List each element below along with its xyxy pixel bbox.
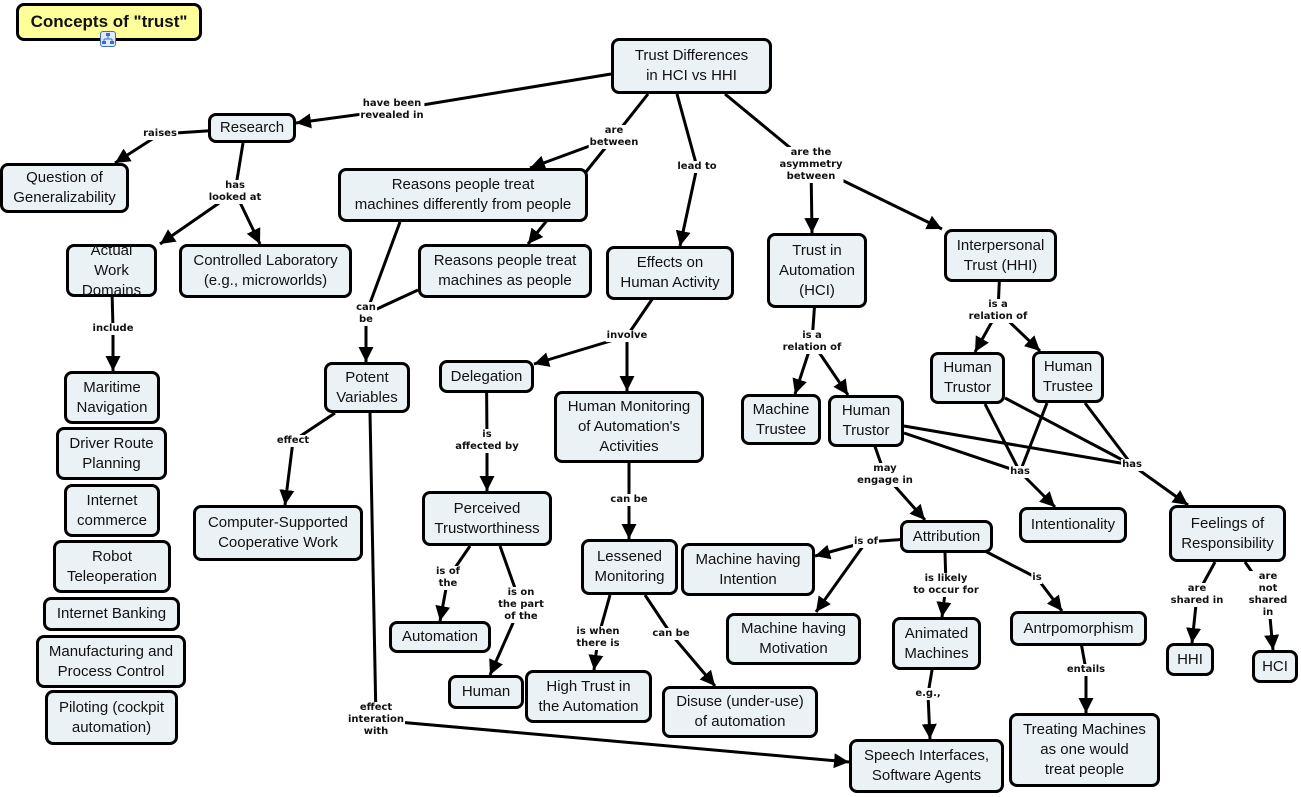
link-label[interactable]: involve bbox=[605, 330, 649, 342]
link-label[interactable]: may engage in bbox=[856, 463, 914, 487]
link-label[interactable]: e.g., bbox=[914, 688, 942, 700]
link-label[interactable]: is likely to occur for bbox=[912, 573, 980, 597]
concept-feelings[interactable]: Feelings of Responsibility bbox=[1169, 505, 1286, 562]
link-label[interactable]: have been revealed in bbox=[359, 98, 425, 122]
link-line-l3 bbox=[675, 93, 699, 168]
link-line-l22 bbox=[1083, 402, 1134, 466]
link-line-l22 bbox=[903, 424, 1133, 467]
link-line-l22 bbox=[1004, 396, 1133, 467]
link-label[interactable]: can be bbox=[355, 302, 377, 326]
concept-perceived[interactable]: Perceived Trustworthiness bbox=[422, 491, 552, 546]
concept-actual[interactable]: Actual Work Domains bbox=[66, 242, 157, 299]
link-label[interactable]: effect bbox=[275, 435, 311, 447]
concept-delegation[interactable]: Delegation bbox=[439, 360, 534, 393]
link-line-l21 bbox=[903, 431, 1021, 474]
concept-effects[interactable]: Effects on Human Activity bbox=[606, 246, 734, 300]
link-arrow-l10 bbox=[375, 718, 850, 769]
link-label[interactable]: can be bbox=[651, 628, 691, 640]
link-line-l10 bbox=[368, 412, 378, 721]
concept-human-trustor2[interactable]: Human Trustor bbox=[930, 352, 1005, 404]
concept-treating[interactable]: Treating Machines as one would treat peo… bbox=[1009, 713, 1160, 787]
link-label[interactable]: is a relation of bbox=[967, 299, 1029, 323]
concept-manufacturing[interactable]: Manufacturing and Process Control bbox=[36, 635, 186, 688]
link-label[interactable]: is when there is bbox=[575, 626, 621, 650]
concept-robot[interactable]: Robot Teleoperation bbox=[53, 540, 171, 593]
concept-internet-commerce[interactable]: Internet commerce bbox=[64, 484, 160, 537]
link-label[interactable]: has bbox=[1121, 459, 1143, 471]
concept-maritime[interactable]: Maritime Navigation bbox=[64, 371, 160, 424]
link-arrow-l9 bbox=[279, 440, 295, 506]
concept-disuse[interactable]: Disuse (under-use) of automation bbox=[662, 686, 818, 738]
concept-piloting[interactable]: Piloting (cockpit automation) bbox=[45, 690, 178, 745]
concept-lessened[interactable]: Lessened Monitoring bbox=[581, 539, 678, 595]
link-label[interactable]: are not shared in bbox=[1247, 571, 1289, 619]
link-line-l8 bbox=[364, 221, 402, 315]
link-label[interactable]: include bbox=[91, 323, 135, 335]
concept-research[interactable]: Research bbox=[208, 113, 296, 143]
link-label[interactable]: are between bbox=[588, 125, 640, 149]
concept-human-mon[interactable]: Human Monitoring of Automation's Activit… bbox=[554, 391, 704, 463]
concept-controlled[interactable]: Controlled Laboratory (e.g., microworlds… bbox=[179, 244, 352, 298]
concept-animated[interactable]: Animated Machines bbox=[892, 617, 981, 670]
concept-trust-auto[interactable]: Trust in Automation (HCI) bbox=[767, 233, 867, 308]
concept-human[interactable]: Human bbox=[448, 675, 524, 709]
concept-trust-diff[interactable]: Trust Differences in HCI vs HHI bbox=[611, 38, 772, 94]
concept-machine-trustee[interactable]: Machine Trustee bbox=[741, 394, 821, 445]
link-arrow-l23 bbox=[814, 541, 868, 613]
concept-speech[interactable]: Speech Interfaces, Software Agents bbox=[849, 739, 1004, 793]
link-line-l1 bbox=[391, 72, 612, 112]
link-label[interactable]: entails bbox=[1065, 664, 1107, 676]
link-label[interactable]: is of bbox=[852, 536, 880, 548]
link-line-l21 bbox=[1018, 402, 1049, 473]
concept-intentionality[interactable]: Intentionality bbox=[1019, 507, 1127, 543]
link-arrow-l3 bbox=[675, 166, 699, 247]
concept-hci[interactable]: HCI bbox=[1252, 650, 1298, 683]
concept-cscw[interactable]: Computer-Supported Cooperative Work bbox=[193, 505, 363, 561]
concept-map-icon[interactable] bbox=[100, 31, 116, 47]
link-label[interactable]: lead to bbox=[676, 161, 718, 173]
concept-machine-motivation[interactable]: Machine having Motivation bbox=[726, 613, 861, 665]
concept-question[interactable]: Question of Generalizability bbox=[0, 163, 129, 213]
link-label[interactable]: are the asymmetry between bbox=[778, 147, 844, 183]
link-label[interactable]: effect interation with bbox=[347, 702, 405, 738]
concept-antro[interactable]: Antrpomorphism bbox=[1010, 611, 1147, 646]
link-arrow-l22 bbox=[1131, 463, 1189, 507]
concept-human-trustee[interactable]: Human Trustee bbox=[1032, 351, 1104, 403]
concept-machine-intention[interactable]: Machine having Intention bbox=[681, 543, 815, 596]
link-arrow-l26 bbox=[921, 693, 937, 740]
link-label[interactable]: is affected by bbox=[454, 429, 520, 453]
concept-attribution[interactable]: Attribution bbox=[900, 520, 993, 553]
concept-automation[interactable]: Automation bbox=[389, 621, 491, 653]
link-label[interactable]: are shared in bbox=[1169, 583, 1225, 607]
link-arrow-l17 bbox=[669, 633, 717, 687]
concept-reasons-as[interactable]: Reasons people treat machines as people bbox=[418, 244, 592, 298]
link-line-l21 bbox=[983, 403, 1022, 473]
concept-human-trustor1[interactable]: Human Trustor bbox=[828, 395, 904, 447]
concept-high-trust[interactable]: High Trust in the Automation bbox=[525, 670, 652, 723]
concept-driver[interactable]: Driver Route Planning bbox=[56, 427, 167, 480]
concept-banking[interactable]: Internet Banking bbox=[43, 597, 180, 631]
link-label[interactable]: is a relation of bbox=[781, 330, 843, 354]
concept-reasons-diff[interactable]: Reasons people treat machines differentl… bbox=[338, 168, 588, 222]
concept-hhi[interactable]: HHI bbox=[1166, 643, 1214, 676]
concept-potent[interactable]: Potent Variables bbox=[324, 362, 410, 413]
concept-interpersonal[interactable]: Interpersonal Trust (HHI) bbox=[944, 229, 1057, 282]
link-label[interactable]: is of the bbox=[434, 566, 462, 590]
link-label[interactable]: can be bbox=[609, 494, 649, 506]
link-line-l25 bbox=[982, 548, 1038, 580]
link-label[interactable]: is on the part of the bbox=[497, 587, 545, 623]
link-label[interactable]: has looked at bbox=[207, 180, 263, 204]
link-label[interactable]: has bbox=[1009, 466, 1031, 478]
link-line-l17 bbox=[643, 594, 673, 635]
link-label[interactable]: raises bbox=[142, 128, 178, 140]
link-label[interactable]: is bbox=[1031, 572, 1043, 584]
